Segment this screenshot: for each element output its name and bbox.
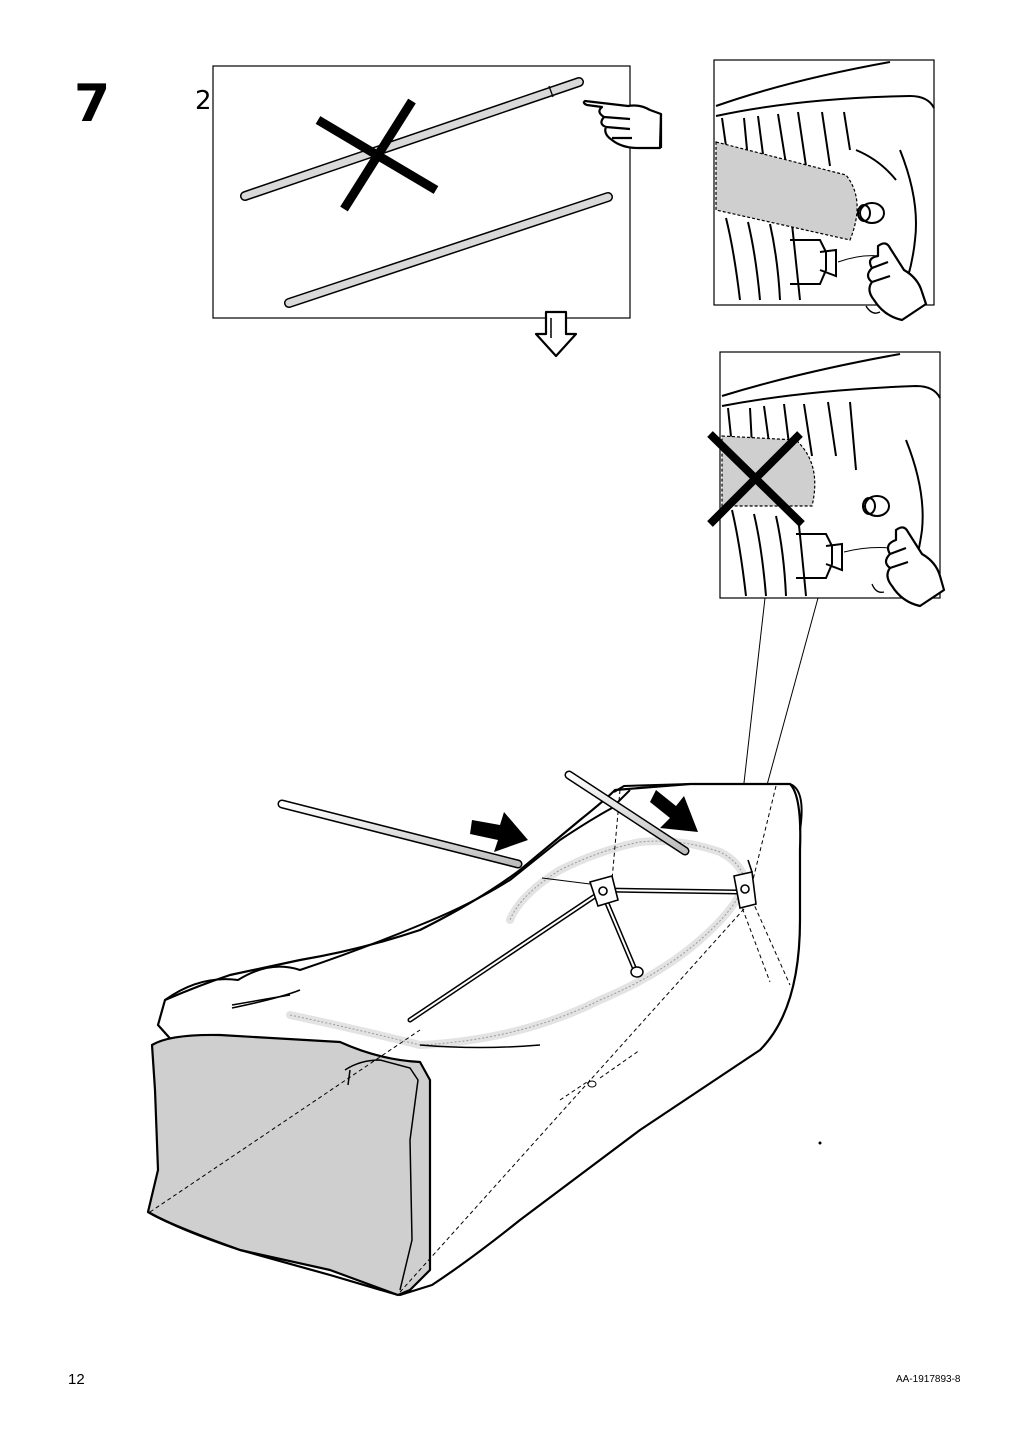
hinge-connector — [588, 875, 619, 907]
sofa-cover-illustration — [146, 782, 822, 1297]
rod-right — [564, 770, 690, 856]
straight-rod — [284, 192, 613, 308]
jointed-rod — [240, 77, 584, 201]
cross-mark-icon — [315, 98, 439, 212]
detail-panel-correct — [713, 59, 935, 322]
pointing-hand-icon — [582, 99, 663, 150]
document-code: AA-1917893-8 — [896, 1374, 961, 1385]
push-arrow-icon — [650, 790, 698, 832]
rod-left — [277, 799, 523, 869]
rod-panel — [212, 65, 663, 358]
push-arrow-icon — [470, 812, 528, 852]
hinge-connector — [733, 859, 757, 909]
cross-mark-icon — [707, 431, 805, 527]
pointing-hand-icon — [871, 526, 946, 608]
pointing-hand-icon — [865, 242, 928, 322]
step-number: 7 — [74, 74, 111, 134]
down-arrow-icon — [534, 310, 578, 358]
page-number: 12 — [68, 1371, 85, 1388]
detail-panel-incorrect — [707, 351, 946, 608]
